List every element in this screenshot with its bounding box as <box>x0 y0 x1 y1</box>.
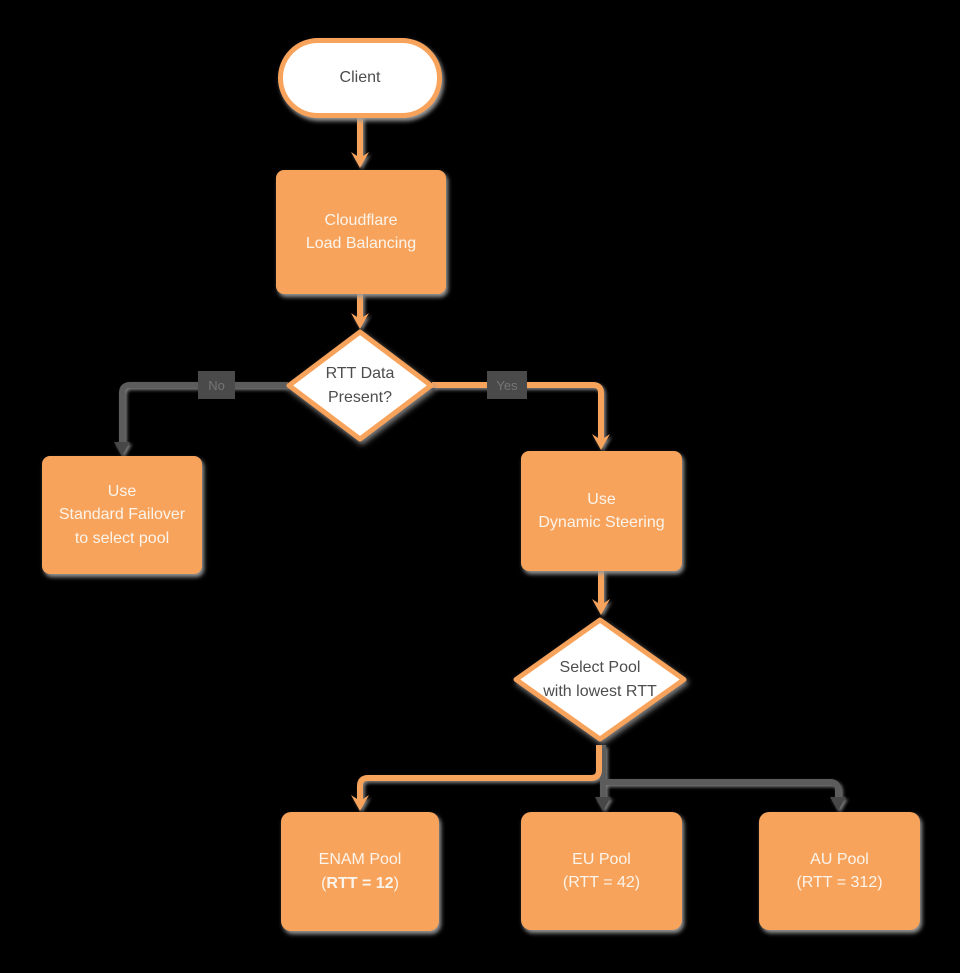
edge-loadbalancer-to-rtt <box>351 294 369 329</box>
node-au-pool-line2: (RTT = 312) <box>796 874 883 891</box>
node-enam-pool: ENAM Pool (RTT = 12) <box>281 812 439 931</box>
node-client-label: Client <box>339 69 381 87</box>
node-standard-failover-line1: Use <box>107 483 137 501</box>
edge-selectpool-to-au <box>603 779 846 811</box>
node-load-balancer-line1: Cloudflare <box>324 211 398 229</box>
edge-label-no: No <box>198 371 235 399</box>
node-select-pool-line2: with lowest RTT <box>543 682 657 700</box>
node-standard-failover: Use Standard Failover to select pool <box>42 456 202 574</box>
rtt-diamond-shape <box>286 329 434 442</box>
edge-rtt-to-failover <box>114 382 288 456</box>
node-enam-pool-line2: (RTT = 12) <box>321 874 399 892</box>
node-dynamic-steering-line2: Dynamic Steering <box>538 514 665 531</box>
node-rtt-decision-text: RTT Data Present? <box>326 362 395 408</box>
edge-client-to-loadbalancer <box>351 114 369 168</box>
node-rtt-decision: RTT Data Present? <box>285 328 435 443</box>
edge-rtt-to-dynamic <box>432 382 610 450</box>
node-eu-pool: EU Pool (RTT = 42) <box>521 812 682 930</box>
node-select-pool-line1: Select Pool <box>559 659 641 677</box>
select-pool-diamond-shape <box>513 617 687 742</box>
node-eu-pool-line2: (RTT = 42) <box>562 874 641 891</box>
node-select-pool: Select Pool with lowest RTT <box>512 616 688 743</box>
node-dynamic-steering: Use Dynamic Steering <box>521 451 682 571</box>
node-standard-failover-line2: Standard Failover <box>58 506 186 524</box>
node-load-balancer-line2: Load Balancing <box>305 235 417 252</box>
edge-dynamic-to-selectpool <box>592 571 610 615</box>
node-enam-pool-line1: ENAM Pool <box>318 851 402 869</box>
edge-selectpool-to-eu <box>595 745 611 811</box>
node-standard-failover-line3: to select pool <box>74 529 170 547</box>
edge-label-yes: Yes <box>487 371 527 399</box>
node-load-balancer: Cloudflare Load Balancing <box>276 170 446 294</box>
node-au-pool: AU Pool (RTT = 312) <box>759 812 920 930</box>
node-enam-pool-rtt-bold: RTT = 12 <box>326 874 394 892</box>
node-dynamic-steering-line1: Use <box>587 490 616 508</box>
node-client: Client <box>278 38 442 118</box>
node-select-pool-text: Select Pool with lowest RTT <box>543 656 657 702</box>
node-au-pool-line1: AU Pool <box>810 850 869 868</box>
node-rtt-decision-line1: RTT Data <box>325 365 395 383</box>
node-eu-pool-line1: EU Pool <box>572 850 631 868</box>
node-rtt-decision-line2: Present? <box>327 388 393 406</box>
edge-selectpool-to-enam <box>351 745 602 811</box>
